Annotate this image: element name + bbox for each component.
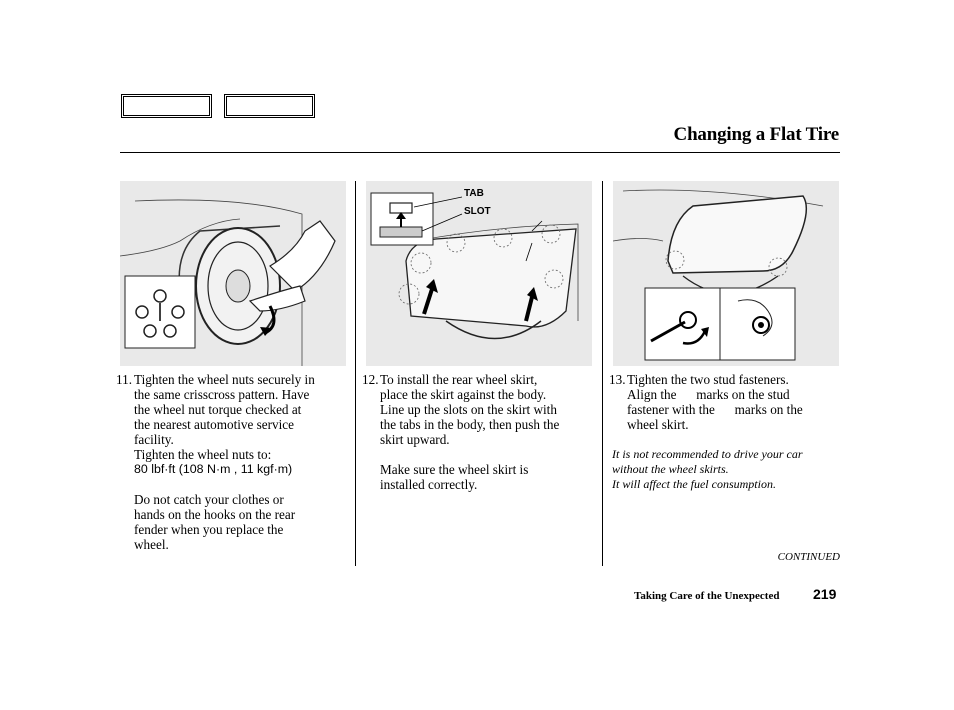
page-number: 219 xyxy=(813,586,837,602)
step-11-line: Tighten the wheel nuts securely in xyxy=(134,372,315,387)
header-tab-box-2 xyxy=(224,94,315,118)
step-12-line: Line up the slots on the skirt with xyxy=(380,402,557,417)
illustration-install-skirt: TAB SLOT xyxy=(366,181,592,366)
torque-value: 80 lbf·ft (108 N·m , 11 kgf·m) xyxy=(134,462,293,476)
caution-text: Do not catch your clothes or hands on th… xyxy=(134,492,348,552)
step-13-line: fastener with the marks on the xyxy=(627,402,803,417)
footer-section-title: Taking Care of the Unexpected xyxy=(634,590,780,602)
step-11-number: 11. xyxy=(116,372,132,387)
step-11-line: the wheel nut torque checked at xyxy=(134,402,302,417)
illustration-stud-fasteners xyxy=(613,181,839,366)
install-skirt-drawing xyxy=(370,192,579,340)
illustration-tighten-nuts xyxy=(120,181,346,366)
step-12-extra: Make sure the wheel skirt is installed c… xyxy=(380,462,598,492)
step-11-line: the nearest automotive service xyxy=(134,417,295,432)
page-title: Changing a Flat Tire xyxy=(673,124,840,145)
continued-label: CONTINUED xyxy=(777,551,840,563)
step-11-line: the same crisscross pattern. Have xyxy=(134,387,310,402)
note-line: It will affect the fuel consumption. xyxy=(612,477,776,491)
step-12-extra-line: Make sure the wheel skirt is xyxy=(380,462,529,477)
caution-line: hands on the hooks on the rear xyxy=(134,507,296,522)
note-line: without the wheel skirts. xyxy=(612,462,729,476)
step-13-line: Align the marks on the stud xyxy=(627,387,790,402)
step-12-line: To install the rear wheel skirt, xyxy=(380,372,538,387)
caution-line: fender when you replace the xyxy=(134,522,284,537)
note-line: It is not recommended to drive your car xyxy=(612,447,803,461)
step-11-line: facility. xyxy=(134,432,174,447)
stud-fasteners-drawing xyxy=(613,189,824,361)
header-rule xyxy=(120,152,840,153)
header-tab-box-1 xyxy=(121,94,212,118)
step-12-line: place the skirt against the body. xyxy=(380,387,547,402)
step-12-line: the tabs in the body, then push the xyxy=(380,417,560,432)
fuel-note: It is not recommended to drive your car … xyxy=(612,447,847,492)
column-divider-2 xyxy=(602,181,603,566)
label-tab: TAB xyxy=(464,188,484,199)
tighten-nuts-drawing xyxy=(120,199,336,366)
step-12-extra-line: installed correctly. xyxy=(380,477,478,492)
step-13-number: 13. xyxy=(609,372,626,387)
torque-intro: Tighten the wheel nuts to: xyxy=(134,447,272,462)
caution-line: Do not catch your clothes or xyxy=(134,492,284,507)
step-12-number: 12. xyxy=(362,372,379,387)
caution-line: wheel. xyxy=(134,537,169,552)
step-13-line: Tighten the two stud fasteners. xyxy=(627,372,789,387)
step-11: 11. Tighten the wheel nuts securely in t… xyxy=(116,372,348,552)
step-13: 13. Tighten the two stud fasteners. Alig… xyxy=(609,372,844,432)
column-divider-1 xyxy=(355,181,356,566)
step-12: 12. To install the rear wheel skirt, pla… xyxy=(362,372,598,492)
step-12-line: skirt upward. xyxy=(380,432,450,447)
label-slot: SLOT xyxy=(464,206,491,217)
step-13-line: wheel skirt. xyxy=(627,417,689,432)
